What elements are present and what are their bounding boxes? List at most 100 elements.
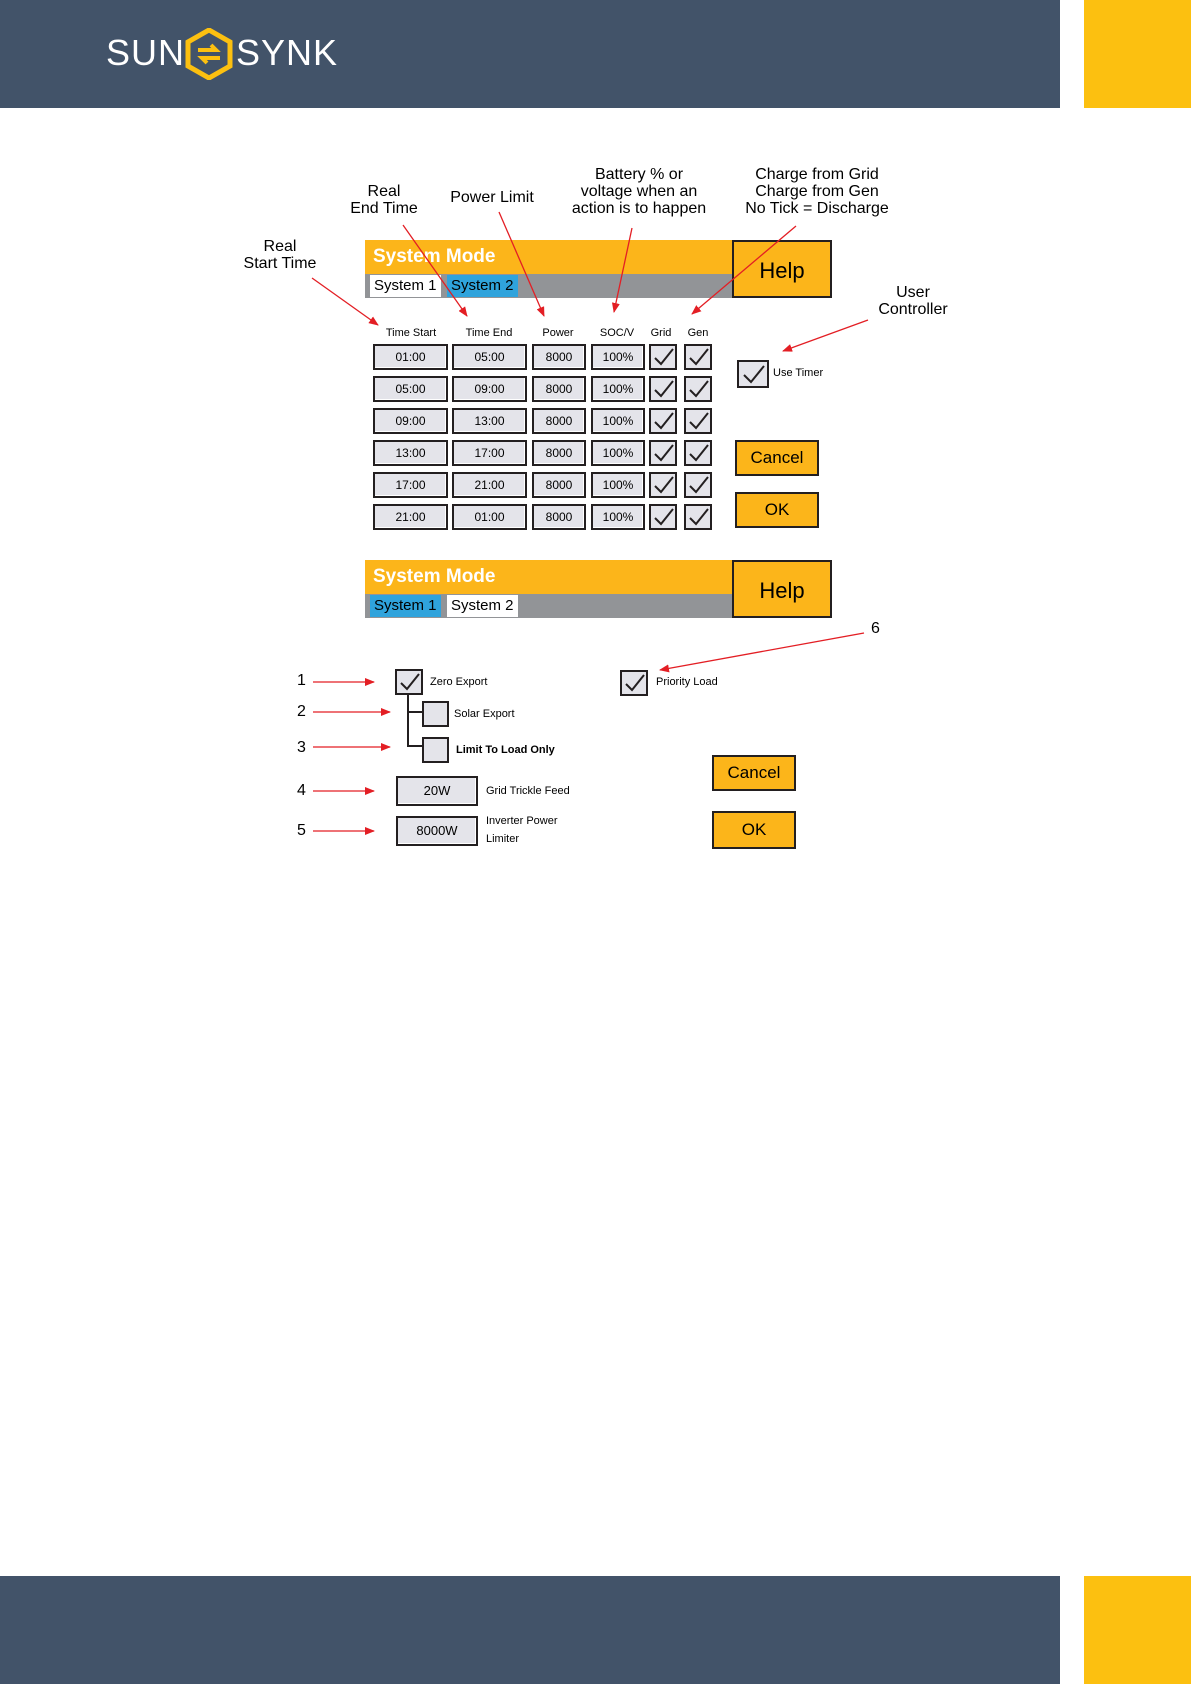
power-field[interactable]: 8000 [532, 440, 586, 466]
soc-field[interactable]: 100% [591, 344, 645, 370]
limit-to-load-checkbox[interactable] [422, 737, 449, 763]
time-start-field[interactable]: 05:00 [373, 376, 448, 402]
soc-field[interactable]: 100% [591, 408, 645, 434]
help-button[interactable]: Help [732, 560, 832, 618]
power-field[interactable]: 8000 [532, 344, 586, 370]
inverter-power-label-line-2: Limiter [486, 833, 520, 845]
time-end-field[interactable]: 01:00 [452, 504, 527, 530]
annotation-real-end-time: Real End Time [344, 183, 424, 217]
arrow-user-controller [782, 319, 869, 352]
grid-checkbox[interactable] [649, 344, 677, 370]
check-icon [689, 412, 709, 430]
header-power: Power [542, 327, 574, 339]
cancel-button[interactable]: Cancel [712, 755, 796, 791]
tab-system-2[interactable]: System 2 [447, 275, 518, 297]
power-field[interactable]: 8000 [532, 504, 586, 530]
annotation-battery-text: Battery % or voltage when an action is t… [571, 166, 707, 217]
header-time-end: Time End [465, 327, 513, 339]
check-icon [654, 508, 674, 526]
soc-field[interactable]: 100% [591, 472, 645, 498]
annotation-number-5: 5 [297, 822, 306, 839]
time-end-field[interactable]: 05:00 [452, 344, 527, 370]
priority-load-checkbox[interactable] [620, 670, 648, 696]
check-icon [654, 412, 674, 430]
logo-text-left: SUN [106, 32, 186, 73]
zero-export-label: Zero Export [430, 676, 488, 688]
annotation-number-4: 4 [297, 782, 306, 799]
time-start-field[interactable]: 13:00 [373, 440, 448, 466]
arrow-battery [611, 227, 633, 313]
gen-checkbox[interactable] [684, 408, 712, 434]
grid-trickle-feed-field[interactable]: 20W [396, 776, 478, 806]
power-field[interactable]: 8000 [532, 408, 586, 434]
use-timer-label: Use Timer [773, 367, 824, 379]
header-bar [0, 0, 1060, 108]
check-icon [689, 444, 709, 462]
power-field[interactable]: 8000 [532, 376, 586, 402]
annotation-real-start-time-text: Real Start Time [243, 238, 317, 272]
annotation-real-end-time-text: Real End Time [350, 183, 418, 217]
brand-logo: SUN SYNK [106, 0, 339, 108]
soc-field[interactable]: 100% [591, 376, 645, 402]
gen-checkbox[interactable] [684, 472, 712, 498]
header-gen: Gen [687, 327, 709, 339]
logo-text-right: SYNK [236, 32, 339, 73]
check-icon [654, 444, 674, 462]
help-button[interactable]: Help [732, 240, 832, 298]
title-bar: System Mode [365, 240, 735, 274]
check-icon [689, 380, 709, 398]
check-icon [689, 476, 709, 494]
time-start-field[interactable]: 09:00 [373, 408, 448, 434]
grid-checkbox[interactable] [649, 472, 677, 498]
tree-connector [407, 690, 424, 747]
time-start-field[interactable]: 21:00 [373, 504, 448, 530]
solar-export-label: Solar Export [454, 708, 515, 720]
power-field[interactable]: 8000 [532, 472, 586, 498]
annotation-charge-text: Charge from Grid Charge from Gen No Tick… [745, 166, 889, 217]
arrow-power-limit [498, 211, 545, 317]
footer-accent [1084, 1576, 1191, 1684]
header-time-start: Time Start [385, 327, 437, 339]
time-start-field[interactable]: 17:00 [373, 472, 448, 498]
screen-title: System Mode [373, 566, 496, 587]
annotation-number-1: 1 [297, 672, 306, 689]
inverter-power-limiter-field[interactable]: 8000W [396, 816, 478, 846]
time-end-field[interactable]: 09:00 [452, 376, 527, 402]
tab-bar: System 1 System 2 [365, 594, 735, 618]
tab-system-1[interactable]: System 1 [370, 275, 441, 297]
gen-checkbox[interactable] [684, 504, 712, 530]
title-bar: System Mode [365, 560, 735, 594]
soc-field[interactable]: 100% [591, 504, 645, 530]
grid-checkbox[interactable] [649, 408, 677, 434]
tab-system-2[interactable]: System 2 [447, 595, 518, 617]
zero-export-checkbox[interactable] [395, 669, 423, 695]
screen-title: System Mode [373, 246, 496, 267]
header-socv: SOC/V [599, 327, 635, 339]
solar-export-checkbox[interactable] [422, 701, 449, 727]
annotation-real-start-time: Real Start Time [232, 238, 328, 272]
tab-system-1[interactable]: System 1 [370, 595, 441, 617]
cancel-button[interactable]: Cancel [735, 440, 819, 476]
time-end-field[interactable]: 13:00 [452, 408, 527, 434]
limit-to-load-label: Limit To Load Only [456, 744, 555, 756]
ok-button[interactable]: OK [735, 492, 819, 528]
footer-bar [0, 1576, 1060, 1684]
arrow-charge [691, 225, 797, 315]
check-icon [689, 348, 709, 366]
gen-checkbox[interactable] [684, 440, 712, 466]
grid-checkbox[interactable] [649, 440, 677, 466]
gen-checkbox[interactable] [684, 376, 712, 402]
time-end-field[interactable]: 17:00 [452, 440, 527, 466]
time-end-field[interactable]: 21:00 [452, 472, 527, 498]
time-start-field[interactable]: 01:00 [373, 344, 448, 370]
grid-checkbox[interactable] [649, 376, 677, 402]
use-timer-checkbox[interactable] [737, 360, 769, 388]
grid-checkbox[interactable] [649, 504, 677, 530]
inverter-power-label-line-1: Inverter Power [486, 815, 558, 827]
arrow-6 [659, 632, 865, 673]
header-grid: Grid [650, 327, 672, 339]
gen-checkbox[interactable] [684, 344, 712, 370]
header-accent [1084, 0, 1191, 108]
ok-button[interactable]: OK [712, 811, 796, 849]
soc-field[interactable]: 100% [591, 440, 645, 466]
